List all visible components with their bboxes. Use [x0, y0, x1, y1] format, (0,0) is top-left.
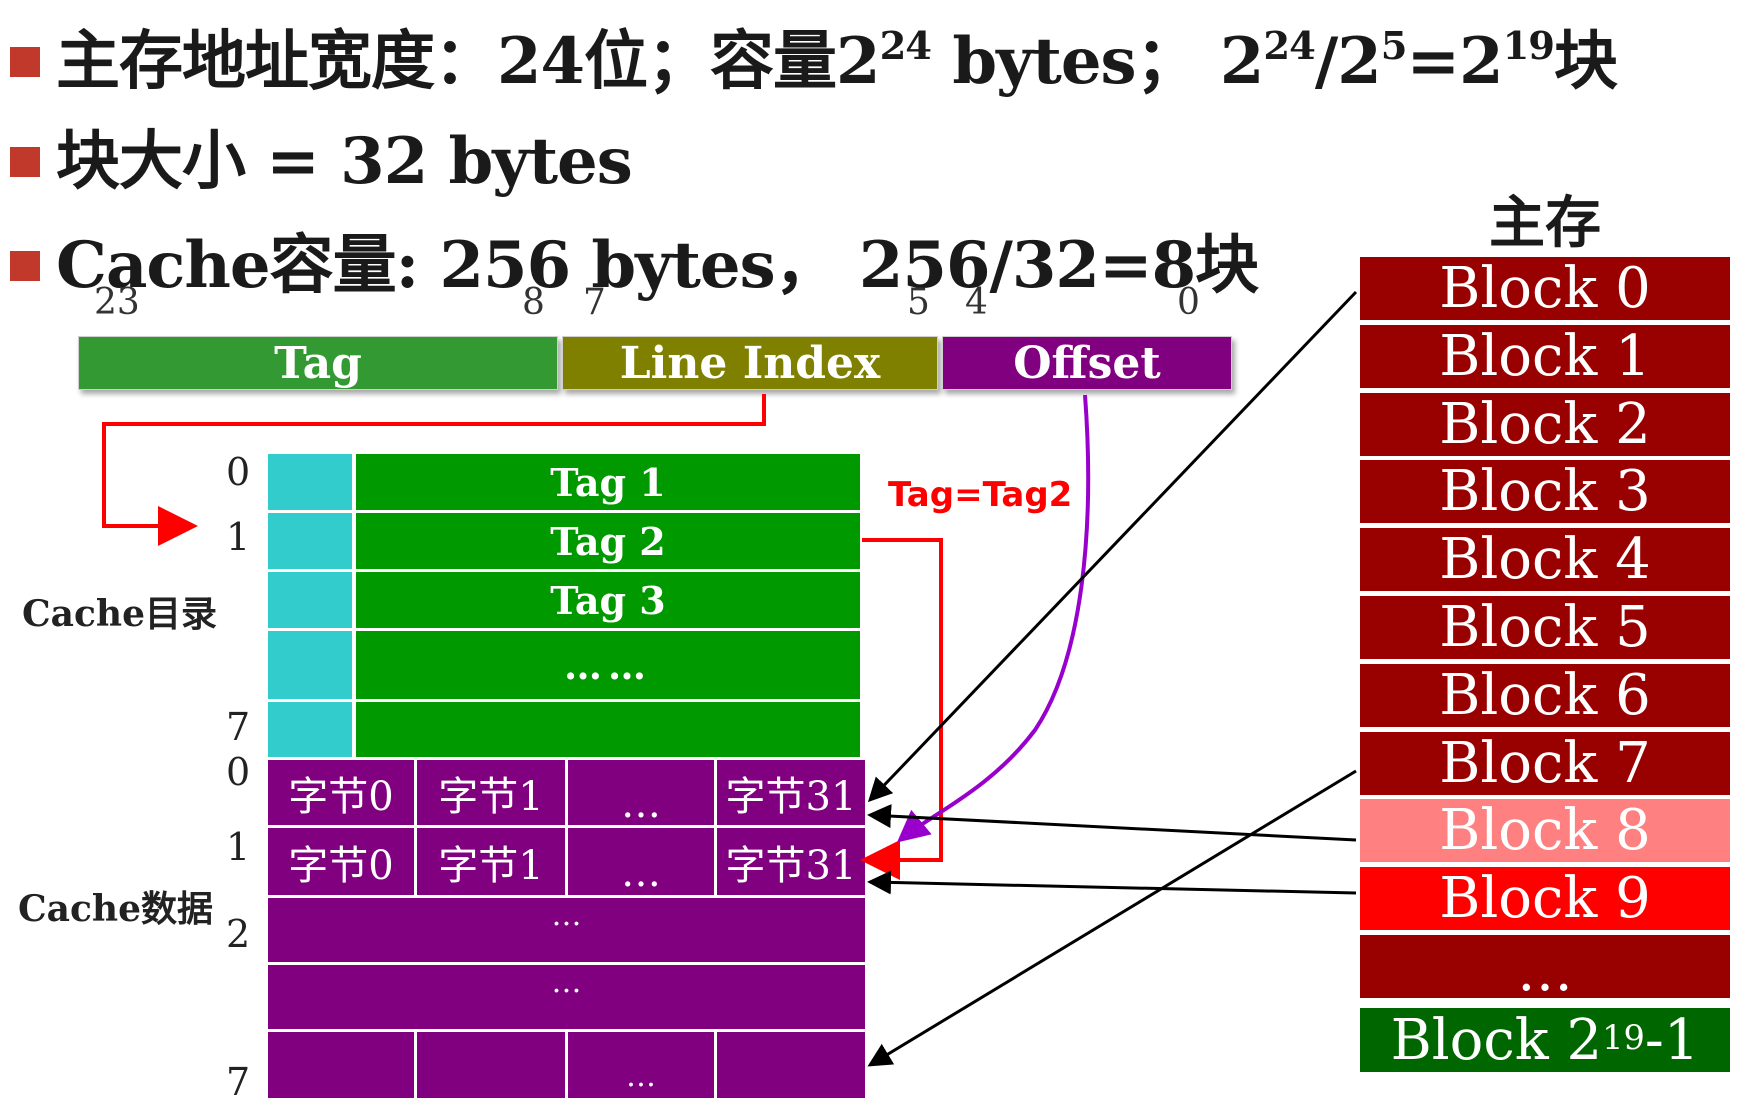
block7-mapping-arrow [867, 769, 1357, 1067]
bit-number-5: 5 [907, 282, 930, 323]
data-row-label-7: 7 [226, 1060, 251, 1104]
address-offset-field: Offset [942, 336, 1232, 390]
bit-number-8: 8 [522, 282, 545, 323]
data-cell-byte1: 字节1 [417, 760, 565, 825]
data-row-label-1: 1 [226, 825, 251, 869]
dir-row-label-7: 7 [226, 705, 251, 749]
dir-tag-cell-ellipsis: …… [356, 631, 860, 699]
valid-bit-cell [268, 572, 352, 628]
data-cell-byte0: 字节0 [268, 828, 414, 895]
data-cell-byte31: 字节31 [717, 760, 865, 825]
offset-arrow [896, 394, 1091, 843]
bullet-block-size: 块大小 = 32 bytes [10, 124, 633, 199]
bit-number-23: 23 [94, 282, 140, 323]
dir-tag-cell-1: Tag 2 [356, 513, 860, 569]
address-tag-field: Tag [78, 336, 558, 390]
block8-mapping-arrow [867, 804, 1357, 842]
bullet-text-block-size: 块大小 = 32 bytes [56, 124, 633, 199]
dir-tag-cell-2: Tag 3 [356, 572, 860, 628]
bullet-address-width: 主存地址宽度：24位；容量224 bytes； 224/25=219块 [10, 23, 1618, 99]
memory-block-0: Block 0 [1360, 256, 1730, 321]
memory-block-5: Block 5 [1360, 595, 1730, 660]
memory-block-4: Block 4 [1360, 527, 1730, 592]
data-cell-empty [268, 1032, 414, 1098]
data-cell-empty [417, 1032, 565, 1098]
cache-directory-label: Cache目录 [22, 593, 217, 635]
bullet-cache-capacity: Cache容量: 256 bytes， 256/32=8块 [10, 228, 1259, 303]
dir-row-label-1: 1 [226, 515, 251, 559]
memory-block-3: Block 3 [1360, 459, 1730, 524]
bit-number-0: 0 [1177, 282, 1200, 323]
dir-tag-cell-0: Tag 1 [356, 454, 860, 510]
cache-data-label: Cache数据 [18, 888, 213, 930]
memory-block-9: Block 9 [1360, 866, 1730, 931]
bullet-text-cache-capacity: Cache容量: 256 bytes， 256/32=8块 [56, 228, 1259, 303]
tag-match-arrow [860, 538, 943, 880]
valid-bit-cell [268, 513, 352, 569]
data-cell-empty [717, 1032, 865, 1098]
valid-bit-cell [268, 631, 352, 699]
memory-block-1: Block 1 [1360, 324, 1730, 389]
data-row-3-ellipsis: … [268, 965, 865, 1029]
main-memory-title: 主存 [1489, 191, 1601, 256]
memory-block-8: Block 8 [1360, 798, 1730, 863]
data-row-label-0: 0 [226, 750, 251, 794]
bit-number-7: 7 [583, 282, 606, 323]
block0-mapping-arrow [867, 290, 1358, 803]
dir-tag-cell-7 [356, 702, 860, 757]
bit-number-4: 4 [965, 282, 988, 323]
bullet-marker [10, 147, 40, 177]
line-index-arrow [102, 394, 766, 546]
address-line-index-field: Line Index [562, 336, 938, 390]
data-cell-byte1: 字节1 [417, 828, 565, 895]
block9-mapping-arrow [867, 870, 1357, 895]
memory-block-2: Block 2 [1360, 392, 1730, 457]
bullet-marker [10, 251, 40, 281]
data-cell-ellipsis: … [568, 760, 714, 827]
data-row-2-ellipsis: … [268, 898, 865, 962]
data-cell-ellipsis: … [568, 1032, 714, 1098]
data-cell-byte31: 字节31 [717, 828, 865, 895]
memory-block-6: Block 6 [1360, 663, 1730, 728]
memory-block-10: … [1360, 935, 1730, 1004]
bullet-text-address: 主存地址宽度：24位；容量224 bytes； 224/25=219块 [56, 23, 1618, 99]
data-cell-ellipsis: … [568, 828, 714, 896]
dir-row-label-0: 0 [226, 450, 251, 494]
tag-match-label: Tag=Tag2 [888, 475, 1073, 515]
valid-bit-cell [268, 702, 352, 757]
memory-block-7: Block 7 [1360, 731, 1730, 796]
valid-bit-cell [268, 454, 352, 510]
bullet-marker [10, 47, 40, 77]
data-cell-byte0: 字节0 [268, 760, 414, 825]
data-row-label-2: 2 [226, 912, 251, 956]
